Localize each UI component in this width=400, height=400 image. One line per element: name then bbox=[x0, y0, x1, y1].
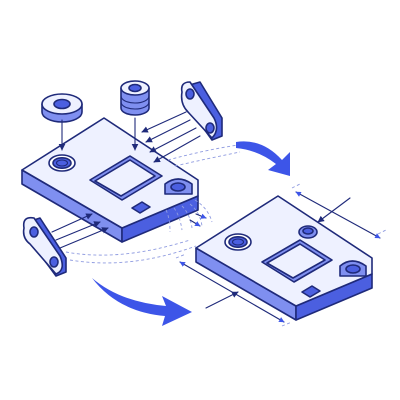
washer-icon bbox=[41, 93, 83, 123]
exploded-plate bbox=[21, 117, 199, 243]
corner-notch bbox=[164, 178, 193, 195]
mounting-bracket-icon bbox=[22, 216, 67, 277]
dashed-motion-lines bbox=[65, 144, 241, 264]
dimension-arrow-icon bbox=[175, 183, 387, 327]
curved-arrow-icon bbox=[236, 141, 290, 176]
assembled-plate-icon bbox=[195, 195, 373, 321]
curved-arrow-icon bbox=[92, 278, 192, 326]
mounting-bracket-icon bbox=[180, 81, 223, 141]
threaded-hole-icon bbox=[48, 154, 76, 172]
rectangular-cutout bbox=[89, 155, 163, 201]
threaded-insert-icon bbox=[120, 80, 150, 116]
